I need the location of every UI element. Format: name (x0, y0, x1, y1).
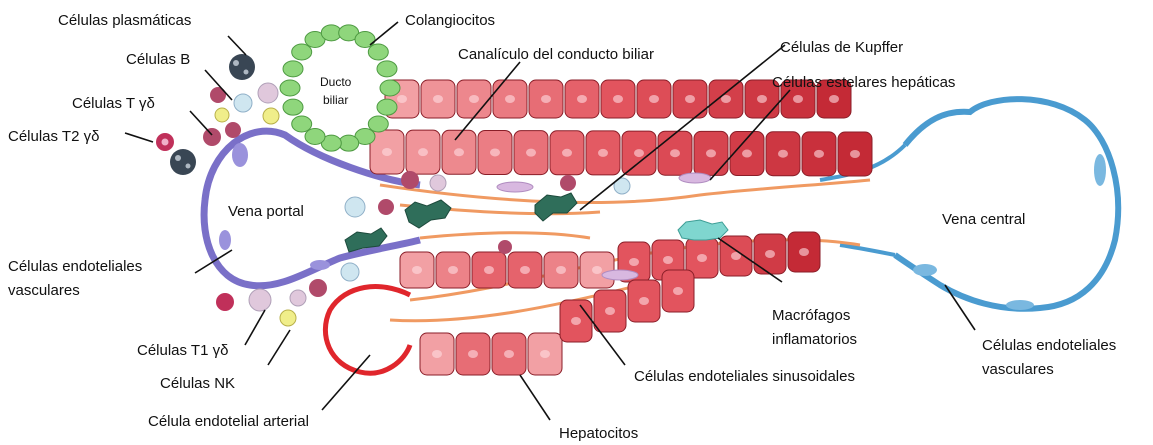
hepatocyte-nucleus (765, 250, 775, 258)
hepatocyte-nucleus (829, 95, 839, 103)
hepatocyte-nucleus (605, 307, 615, 315)
label-celulas-t-gd: Células T γδ (72, 95, 155, 112)
hepatocyte-nucleus (577, 95, 587, 103)
kupffer-cells (345, 193, 577, 252)
hepatocyte-nucleus (598, 149, 608, 157)
hepatocyte-nucleus (629, 258, 639, 266)
hepatocyte-nucleus (556, 266, 566, 274)
hepatocyte-nucleus (454, 148, 464, 156)
hepatocyte-nucleus (685, 95, 695, 103)
hepatocyte-nucleus (649, 95, 659, 103)
hepatocyte-nucleus (412, 266, 422, 274)
hepatocyte-nucleus (484, 266, 494, 274)
hepatocyte-nucleus (520, 266, 530, 274)
cholangiocyte-cell (377, 61, 397, 77)
label-celulas-t2-gd: Células T2 γδ (8, 128, 99, 145)
cholangiocyte-cell (283, 99, 303, 115)
hepatocyte-nucleus (663, 256, 673, 264)
label-inflamatorios: inflamatorios (772, 331, 857, 348)
hepatocyte-nucleus (418, 148, 428, 156)
hepatocyte-nucleus (814, 150, 824, 158)
hepatocyte-nucleus (468, 350, 478, 358)
macrophage-cell (678, 220, 728, 240)
label-celulas-nk: Células NK (160, 375, 235, 392)
label-celulas-estelares: Células estelares hepáticas (772, 74, 955, 91)
label-endoteliales-vasculares-left-2: vasculares (8, 282, 80, 299)
cholangiocyte-cell (305, 128, 325, 144)
label-endoteliales-vasculares-right-2: vasculares (982, 361, 1054, 378)
cholangiocyte-cell (368, 44, 388, 60)
hepatocyte-nucleus (469, 95, 479, 103)
label-canaliculo: Canalículo del conducto biliar (458, 46, 654, 63)
label-celulas-b: Células B (126, 51, 190, 68)
label-endoteliales-sinusoidales: Células endoteliales sinusoidales (634, 368, 855, 385)
hepatic-artery (325, 287, 410, 374)
central-vein (820, 99, 1118, 310)
label-celulas-t1-gd: Células T1 γδ (137, 342, 228, 359)
hepatocyte-nucleus (742, 150, 752, 158)
cholangiocyte-cell (292, 116, 312, 132)
hepatocyte-nucleus (448, 266, 458, 274)
hepatocyte-nucleus (541, 95, 551, 103)
hepatocyte-nucleus (613, 95, 623, 103)
hepatocyte-nucleus (778, 150, 788, 158)
cholangiocyte-cell (368, 116, 388, 132)
label-vena-central: Vena central (942, 211, 1025, 228)
label-ducto: Ducto (320, 75, 352, 89)
hepatocyte-nucleus (793, 95, 803, 103)
hepatocyte-nucleus (670, 149, 680, 157)
cholangiocyte-cell (380, 80, 400, 96)
hepatocyte-nucleus (592, 266, 602, 274)
hepatocyte-nucleus (433, 95, 443, 103)
label-celulas-plasmaticas: Células plasmáticas (58, 12, 191, 29)
hepatocyte-nucleus (799, 248, 809, 256)
hepatocyte-nucleus (697, 254, 707, 262)
hepatocyte-nucleus (850, 150, 860, 158)
label-biliar: biliar (323, 93, 348, 107)
hepatocyte-nucleus (526, 149, 536, 157)
label-endotelial-arterial: Célula endotelial arterial (148, 413, 309, 430)
label-endoteliales-vasculares-left: Células endoteliales (8, 258, 142, 275)
hepatocyte-nucleus (757, 95, 767, 103)
label-hepatocitos: Hepatocitos (559, 425, 638, 442)
hepatocyte-nucleus (432, 350, 442, 358)
hepatocyte-nucleus (562, 149, 572, 157)
hepatocyte-nucleus (706, 149, 716, 157)
cholangiocyte-cell (280, 80, 300, 96)
hepatocyte-nucleus (639, 297, 649, 305)
hepatocyte-nucleus (673, 287, 683, 295)
labels: Células plasmáticas Colangiocitos Célula… (8, 12, 1116, 442)
cholangiocyte-cell (377, 99, 397, 115)
label-endoteliales-vasculares-right: Células endoteliales (982, 337, 1116, 354)
hepatocyte-nucleus (505, 95, 515, 103)
hepatocyte-nucleus (382, 148, 392, 156)
hepatocyte-nucleus (504, 350, 514, 358)
cholangiocyte-cell (292, 44, 312, 60)
hepatocyte-nucleus (540, 350, 550, 358)
label-celulas-kupffer: Células de Kupffer (780, 39, 903, 56)
hepatocyte-nucleus (397, 95, 407, 103)
label-vena-portal: Vena portal (228, 203, 304, 220)
hepatocyte-nucleus (571, 317, 581, 325)
cholangiocyte-cell (283, 61, 303, 77)
hepatocyte-nucleus (634, 149, 644, 157)
cholangiocyte-cell (355, 32, 375, 48)
label-macrofagos: Macrófagos (772, 307, 850, 324)
hepatocyte-nucleus (490, 148, 500, 156)
label-colangiocitos: Colangiocitos (405, 12, 495, 29)
